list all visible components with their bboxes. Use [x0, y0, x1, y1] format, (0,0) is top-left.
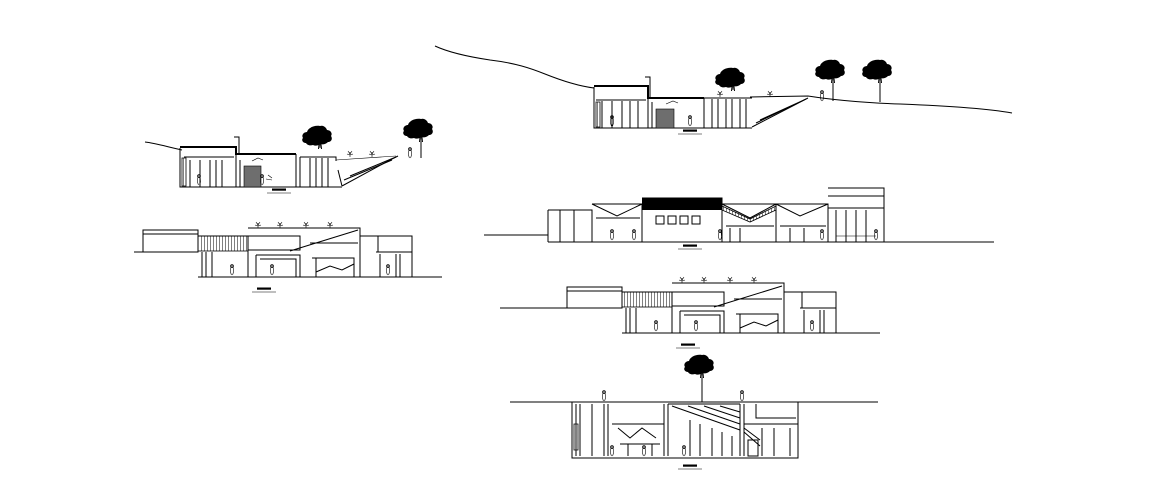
person-icon — [718, 229, 722, 241]
person-icon — [654, 320, 658, 332]
plant-icon — [254, 221, 262, 229]
plant-icon — [750, 276, 758, 284]
elevation-b — [484, 187, 994, 250]
person-icon — [820, 229, 824, 241]
person-icon — [230, 264, 234, 276]
tree-icon — [301, 125, 333, 150]
tree-icon — [814, 59, 846, 84]
person-icon — [820, 90, 824, 102]
plant-icon — [368, 150, 376, 158]
person-icon — [688, 115, 692, 127]
person-icon — [386, 264, 390, 276]
person-icon — [610, 445, 614, 457]
plant-icon — [726, 276, 734, 284]
section-c — [510, 354, 878, 470]
plant-icon — [700, 276, 708, 284]
plant-icon — [766, 90, 774, 98]
elevation-label-symbol — [675, 343, 701, 349]
person-icon — [740, 390, 744, 402]
person-icon — [610, 229, 614, 241]
person-icon — [810, 320, 814, 332]
person-icon — [874, 229, 878, 241]
person-icon — [682, 445, 686, 457]
plant-icon — [678, 276, 686, 284]
section-label-symbol — [677, 464, 703, 470]
person-icon — [602, 390, 606, 402]
plant-icon — [326, 221, 334, 229]
person-icon — [694, 320, 698, 332]
elevation-label-symbol — [251, 287, 277, 293]
section-b — [434, 45, 1013, 135]
tree-icon — [402, 118, 434, 143]
plant-icon — [346, 150, 354, 158]
tree-icon — [861, 59, 893, 84]
section-label-symbol — [266, 188, 292, 194]
elevation-label-symbol — [677, 244, 703, 250]
person-icon — [408, 147, 412, 159]
section-label-symbol — [677, 129, 703, 135]
tree-icon — [683, 354, 715, 379]
elevation-c — [500, 276, 880, 349]
section-a — [144, 118, 434, 194]
tree-icon — [714, 67, 746, 92]
plant-icon — [276, 221, 284, 229]
person-icon — [642, 445, 646, 457]
person-icon — [632, 229, 636, 241]
elevation-a — [134, 221, 442, 293]
plant-icon — [716, 90, 724, 98]
person-icon — [270, 264, 274, 276]
plant-icon — [302, 221, 310, 229]
